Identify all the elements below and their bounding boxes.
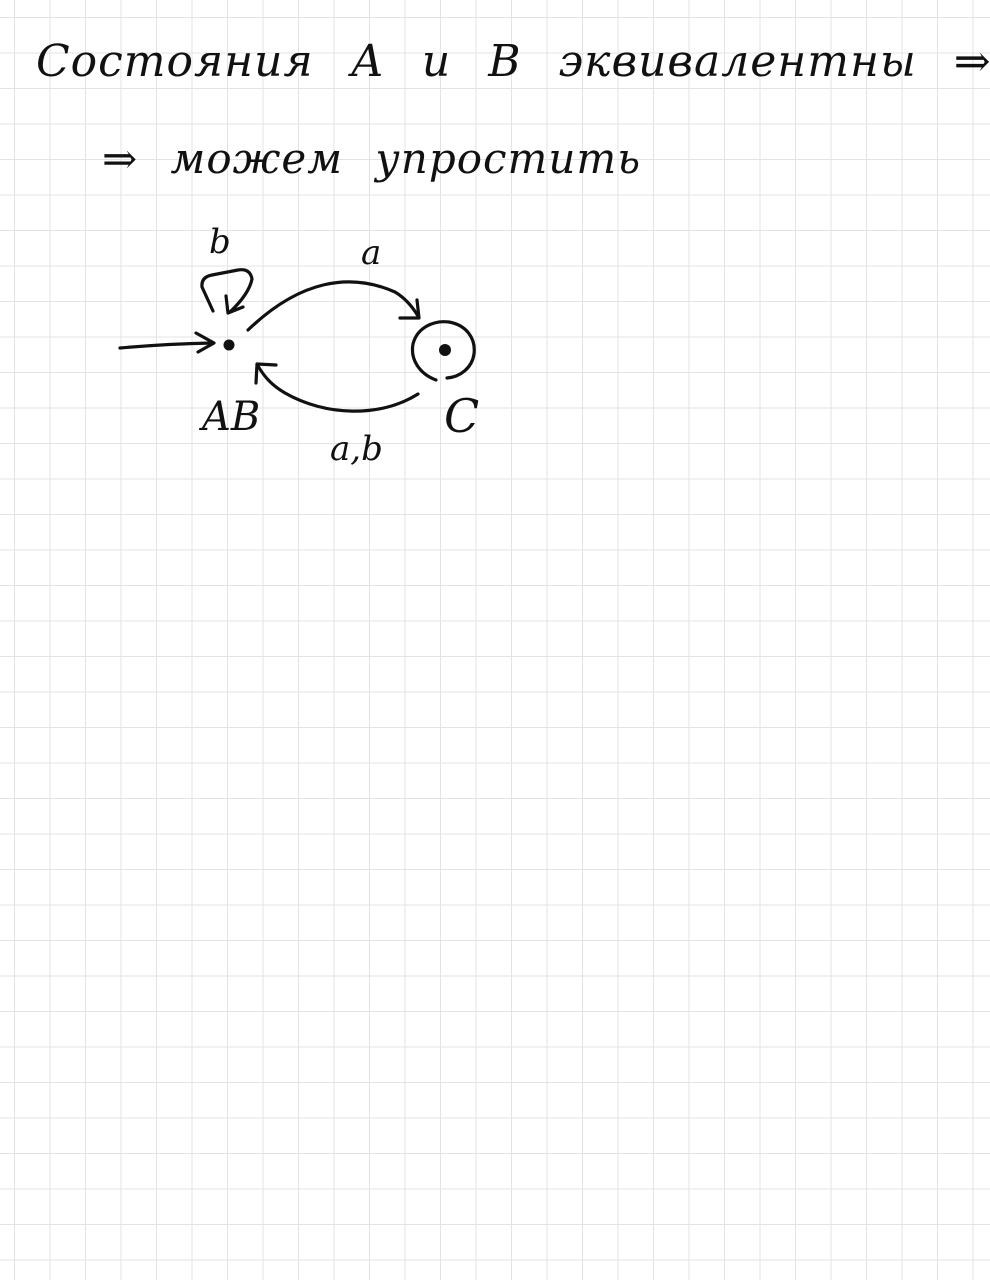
state-c-label: C <box>444 389 479 443</box>
note-line-1: Состояния А и В эквивалентны ⇒ <box>36 36 990 87</box>
self-loop-b-arrow-head <box>224 294 245 315</box>
state-ab-dot <box>223 339 235 351</box>
initial-arrow-head <box>194 331 216 354</box>
self-loop-b-edge <box>200 268 254 314</box>
state-c-inner-dot <box>439 344 451 356</box>
note-line-2: ⇒ можем упростить <box>102 134 642 183</box>
state-c-outer-circle <box>410 320 476 382</box>
self-loop-b-label: b <box>209 222 231 262</box>
initial-arrow <box>118 341 214 350</box>
edge-c-to-ab-arrow-head <box>254 362 278 385</box>
edge-c-to-ab-label: a,b <box>330 429 383 469</box>
edge-ab-to-c <box>246 280 420 332</box>
edge-ab-to-c-arrow-head <box>398 298 421 320</box>
edge-ab-to-c-label: a <box>361 233 381 273</box>
state-ab-label: AB <box>198 394 260 440</box>
edge-c-to-ab <box>256 364 420 413</box>
